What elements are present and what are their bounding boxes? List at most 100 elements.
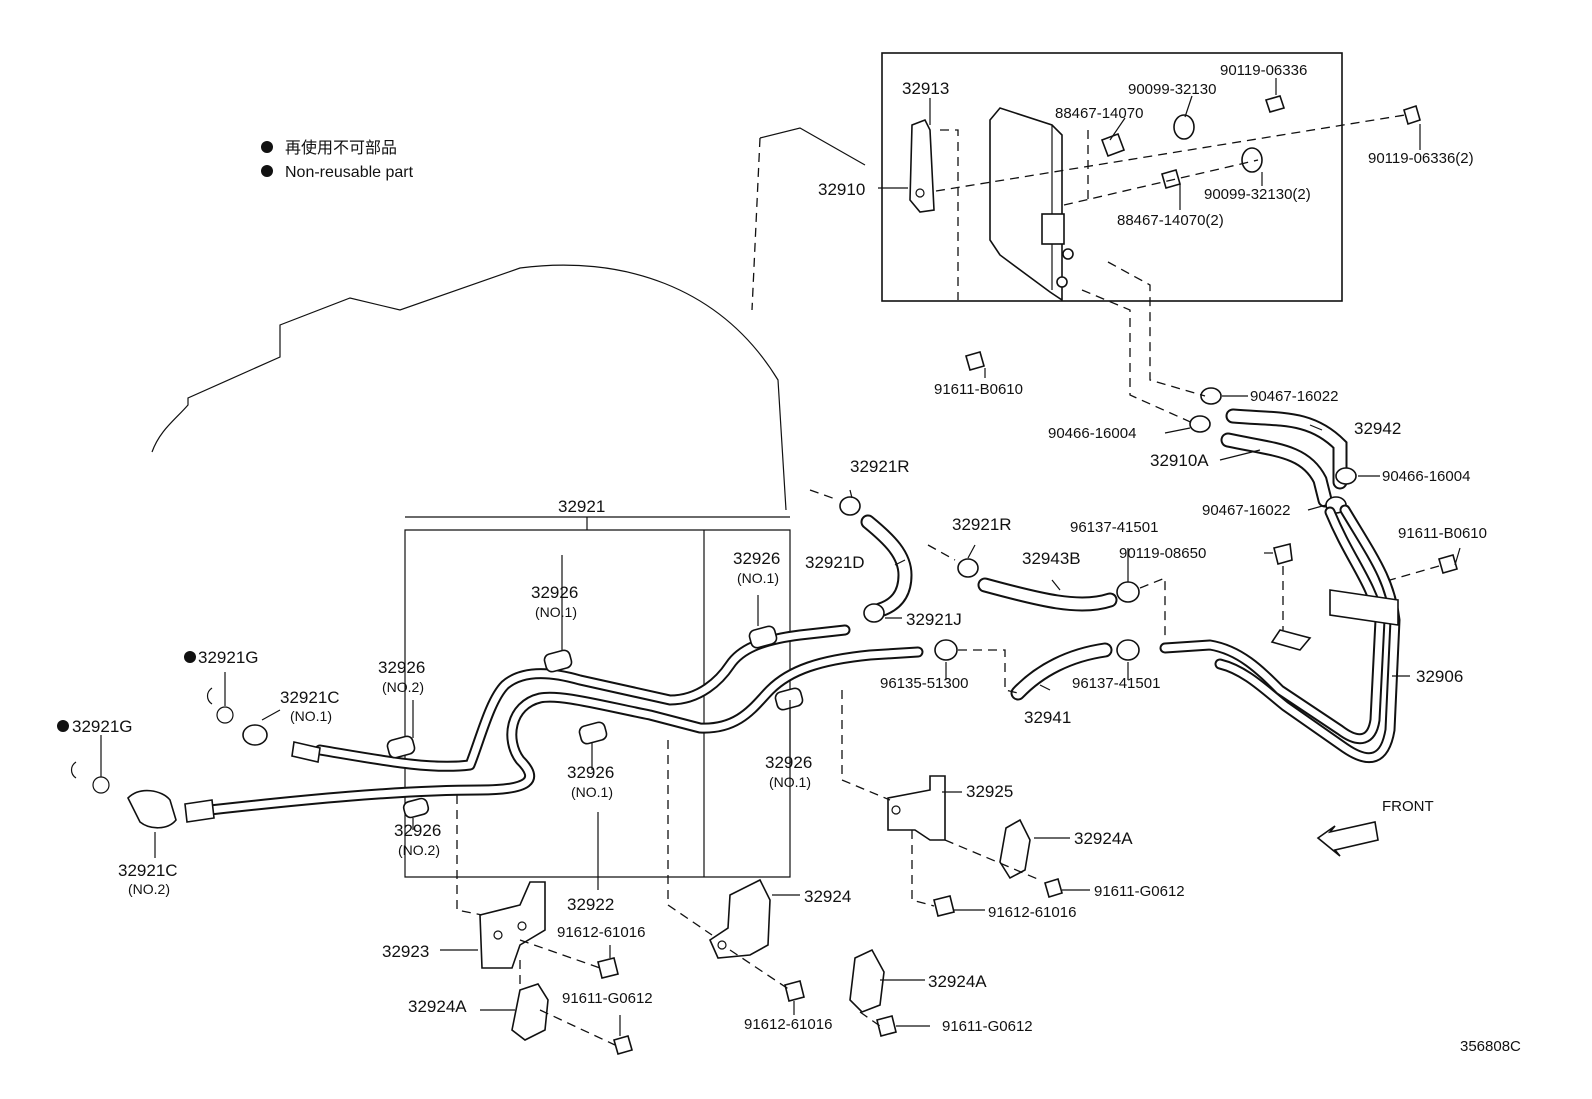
part-labels: 32913 32910 88467-14070 90099-32130 9011… [57,62,1521,1055]
label-32921r-top: 32921R [850,457,910,476]
non-reusable-dot-icon [261,165,273,177]
cooler-port-icon [1062,248,1074,260]
grommets-32926 [386,625,804,819]
label-91612-61016-bottom: 91612-61016 [744,1016,832,1033]
label-91611-b0610-right: 91611-B0610 [1398,525,1487,542]
union-32921c-no1-icon [242,724,268,746]
bolt-91611-b0610-icon [1438,554,1458,574]
label-32921c-no1-sub: (NO.1) [290,708,332,724]
clamp-90466-icon [1335,467,1357,485]
label-32926-c: 32926 [378,658,425,677]
legend-english: Non-reusable part [285,164,414,181]
label-32921j: 32921J [906,610,962,629]
engine-outline [151,127,866,511]
label-96137-41501-bottom: 96137-41501 [1072,675,1160,692]
label-32910: 32910 [818,180,865,199]
cooler-port-icon [1056,276,1068,288]
bolt-91611-g0612-icon [876,1015,897,1037]
non-reusable-dot-icon [261,141,273,153]
label-32921r-mid: 32921R [952,515,1012,534]
label-32921g-top: 32921G [198,648,259,667]
hose-32921d [809,489,913,623]
bolt-91611-g0612-icon [1044,877,1063,899]
front-label: FRONT [1382,798,1434,815]
label-90099-32130-2: 90099-32130(2) [1204,186,1311,203]
label-32942: 32942 [1354,419,1401,438]
label-32921c-no1: 32921C [280,688,340,707]
diagram-reference-code: 356808C [1460,1038,1521,1055]
label-32921: 32921 [558,497,605,516]
bolt-91612-61016-icon [784,980,805,1002]
label-32926-a-sub: (NO.1) [737,570,779,586]
grommet-32926-no1-icon [578,721,608,745]
label-90119-06336: 90119-06336 [1220,62,1307,79]
tube-fitting-icon [291,741,321,763]
label-32921d: 32921D [805,553,865,572]
legend: 再使用不可部品 Non-reusable part [261,139,414,181]
label-32921g-bottom: 32921G [72,717,133,736]
main-tubes [70,624,924,829]
clamp-90467-icon [1200,387,1222,405]
hose-32941 [934,639,1140,701]
bolt-91611-b0610-icon [965,351,985,371]
bolt-90119-06336-icon [1403,104,1421,126]
label-90099-32130: 90099-32130 [1128,81,1216,98]
label-32926-d: 32926 [567,763,614,782]
label-32926-f-sub: (NO.2) [398,842,440,858]
label-32943b: 32943B [1022,549,1081,568]
non-reusable-dot-icon [57,720,69,732]
label-32924a-bottom: 32924A [928,972,987,991]
assembly-frame [881,52,1343,302]
label-90467-16022-top: 90467-16022 [1250,388,1338,405]
label-90119-08650: 90119-08650 [1119,545,1206,562]
bracket-32924 [667,740,897,1037]
oil-cooler-icon [989,107,1063,302]
label-32926-d-sub: (NO.1) [571,784,613,800]
bolt-91612-61016-icon [597,957,619,979]
grommet-32926-no1-icon [774,687,804,711]
label-32921c-no2: 32921C [118,861,178,880]
union-32921c-no2-icon [127,789,177,829]
label-88467-14070: 88467-14070 [1055,105,1143,122]
label-32926-f: 32926 [394,821,441,840]
front-direction-arrow: FRONT [1316,798,1434,857]
clamp-32921j-icon [863,603,885,623]
label-32924: 32924 [804,887,851,906]
label-32926-e: 32926 [765,753,812,772]
label-32926-c-sub: (NO.2) [382,679,424,695]
label-96137-41501-top: 96137-41501 [1070,519,1158,536]
label-90466-16004-left: 90466-16004 [1048,425,1136,442]
clamp-96135-icon [934,639,958,661]
grommet-32926-no1-icon [748,625,778,649]
clamp-90466-icon [1189,415,1211,433]
label-91612-61016-right: 91612-61016 [988,904,1076,921]
bracket-32923 [456,795,633,1055]
clamp-32924a-icon [999,818,1031,880]
cooler-hoses [1081,261,1357,514]
oil-cooler-assembly-box [881,52,1406,302]
collar-88467-icon [1100,132,1126,158]
label-32921c-no2-sub: (NO.2) [128,881,170,897]
grommet-90099-icon [1241,147,1263,173]
bracket-32913-icon [909,118,935,213]
label-91611-b0610-top: 91611-B0610 [934,381,1023,398]
label-91611-g0612-bottom: 91611-G0612 [942,1018,1033,1035]
label-32906: 32906 [1416,667,1463,686]
non-reusable-dot-icon [184,651,196,663]
o-ring-32921g-icon [92,776,110,794]
clamp-96137-icon [1116,639,1140,661]
collar-88467-icon [1161,169,1181,189]
grommet-32926-no2-icon [402,797,430,819]
label-32925: 32925 [966,782,1013,801]
label-90467-16022-bottom: 90467-16022 [1202,502,1290,519]
bracket-32923-icon [479,881,546,969]
grommet-90099-icon [1173,114,1195,140]
clamp-32921r-icon [957,558,979,578]
leader-lines [100,78,1461,1036]
label-32910a: 32910A [1150,451,1209,470]
label-90466-16004-right: 90466-16004 [1382,468,1470,485]
label-91612-61016-left: 91612-61016 [557,924,645,941]
label-91611-g0612-right: 91611-G0612 [1094,883,1185,900]
